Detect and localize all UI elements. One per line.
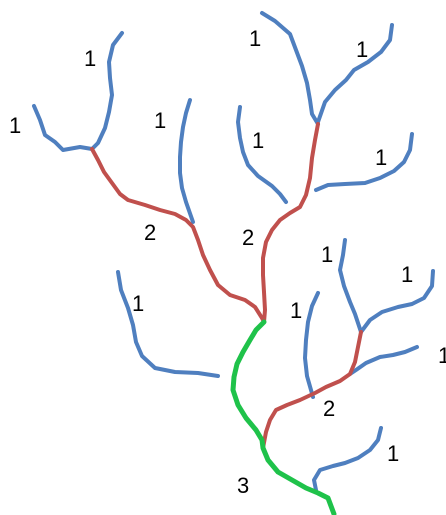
- order-1-stream: [316, 23, 394, 124]
- stream-order-label: 1: [438, 343, 446, 368]
- order-3-streams: [230, 319, 337, 515]
- stream-order-label: 1: [321, 242, 333, 267]
- order-1-stream: [348, 345, 419, 376]
- order-1-stream: [359, 269, 435, 334]
- order-1-stream: [116, 270, 220, 378]
- stream-order-label: 2: [144, 220, 156, 245]
- order-1-stream: [260, 11, 320, 126]
- order-1-stream: [314, 132, 414, 192]
- order-labels: 1 1 1 1 1 1 1 1 1 1 1 1 1 2 2 2 3: [9, 26, 446, 498]
- stream-order-label: 1: [84, 46, 96, 71]
- stream-order-label: 1: [290, 298, 302, 323]
- order-2-stream: [261, 330, 363, 450]
- stream-order-label: 1: [132, 291, 144, 316]
- order-2-streams: [90, 122, 363, 450]
- order-1-streams: [32, 11, 435, 492]
- stream-order-label: 1: [375, 145, 387, 170]
- stream-order-label: 3: [237, 473, 249, 498]
- order-1-stream: [312, 426, 383, 492]
- order-1-stream: [236, 105, 288, 204]
- order-2-stream: [261, 122, 320, 324]
- stream-order-label: 1: [401, 262, 413, 287]
- stream-order-label: 2: [323, 396, 335, 421]
- order-1-stream: [178, 98, 195, 224]
- stream-order-label: 1: [387, 441, 399, 466]
- stream-order-label: 1: [356, 37, 368, 62]
- stream-order-label: 1: [249, 26, 261, 51]
- order-2-stream: [90, 147, 266, 324]
- order-1-stream: [32, 31, 124, 152]
- stream-order-label: 1: [252, 128, 264, 153]
- stream-order-label: 2: [242, 225, 254, 250]
- order-1-stream: [338, 238, 363, 334]
- stream-order-label: 1: [9, 113, 21, 138]
- stream-order-label: 1: [154, 108, 166, 133]
- order-3-stream: [230, 319, 337, 515]
- order-1-stream: [303, 291, 320, 399]
